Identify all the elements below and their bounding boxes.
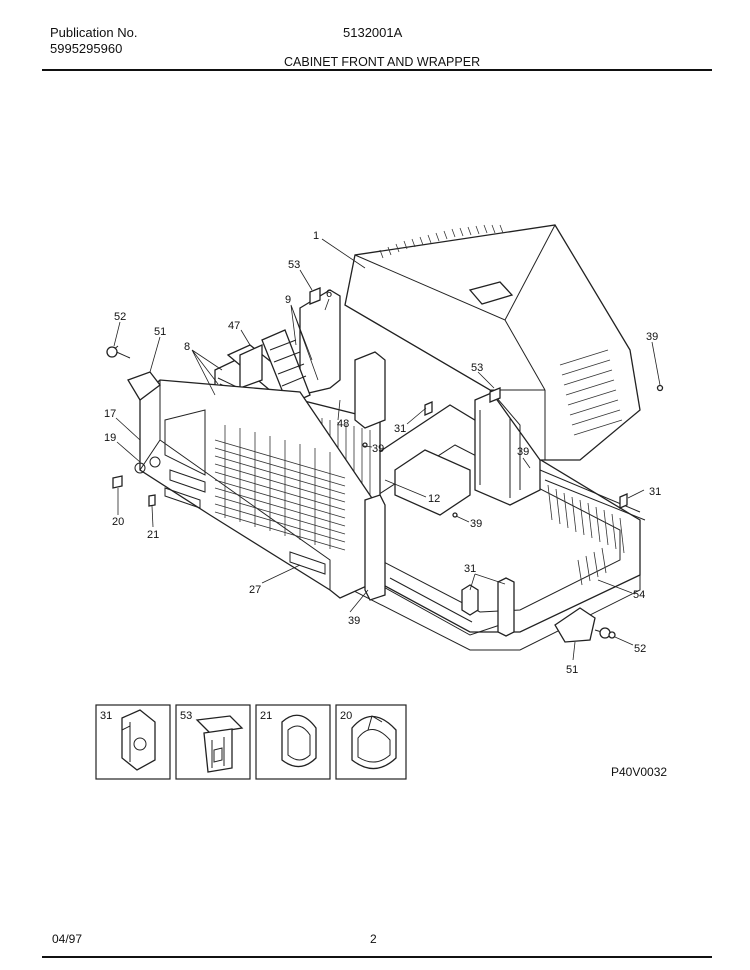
callout-8: 8 xyxy=(184,341,190,353)
callout-52-right: 52 xyxy=(634,643,646,655)
callout-6: 6 xyxy=(326,288,332,300)
callout-9: 9 xyxy=(285,294,291,306)
publication-number: 5995295960 xyxy=(50,41,123,56)
handle-and-screw-right xyxy=(554,607,616,643)
callout-27: 27 xyxy=(249,584,261,596)
inset-53: 53 xyxy=(175,704,251,780)
publication-label: Publication No. xyxy=(50,25,138,40)
callout-39-bottom: 39 xyxy=(348,615,360,627)
section-title: CABINET FRONT AND WRAPPER xyxy=(284,55,481,69)
callout-31-right: 31 xyxy=(649,486,661,498)
callout-39-inner: 39 xyxy=(517,446,529,458)
callout-39-lower: 39 xyxy=(470,518,482,530)
svg-text:20: 20 xyxy=(340,710,352,722)
inset-20: 20 xyxy=(335,704,407,780)
callout-31-bottom: 31 xyxy=(464,563,476,575)
base-pan xyxy=(351,384,646,651)
callout-12: 12 xyxy=(428,493,440,505)
callout-53-right: 53 xyxy=(471,362,483,374)
page-number: 2 xyxy=(370,932,377,946)
callout-48: 48 xyxy=(337,418,349,430)
callout-54: 54 xyxy=(633,589,645,601)
header-rule xyxy=(42,69,712,71)
screws-and-clips xyxy=(309,287,664,518)
handle-and-screw-left xyxy=(106,345,161,507)
callout-17: 17 xyxy=(104,408,116,420)
figure-code: P40V0032 xyxy=(611,765,667,779)
callout-47: 47 xyxy=(228,320,240,332)
callout-53-top: 53 xyxy=(288,259,300,271)
svg-text:53: 53 xyxy=(180,710,192,722)
inset-21: 21 xyxy=(255,704,331,780)
front-panel xyxy=(134,379,386,601)
svg-text:21: 21 xyxy=(260,710,272,722)
callout-21: 21 xyxy=(147,529,159,541)
callout-39-middle: 39 xyxy=(372,443,384,455)
callout-51-right: 51 xyxy=(566,664,578,676)
inset-31: 31 xyxy=(95,704,171,780)
footer-rule xyxy=(42,956,712,958)
callout-31-middle: 31 xyxy=(394,423,406,435)
callout-numbers: 1 53 6 9 47 8 52 51 39 53 17 48 31 39 19… xyxy=(104,230,661,676)
cabinet-wrapper xyxy=(344,224,641,490)
callout-52-left: 52 xyxy=(114,311,126,323)
callout-39-right: 39 xyxy=(646,331,658,343)
svg-text:31: 31 xyxy=(100,710,112,722)
callout-1: 1 xyxy=(313,230,319,242)
callout-19: 19 xyxy=(104,432,116,444)
model-number: 5132001A xyxy=(343,25,403,40)
footer-date: 04/97 xyxy=(52,932,83,946)
callout-51-left: 51 xyxy=(154,326,166,338)
leader-lines xyxy=(113,238,661,661)
callout-20: 20 xyxy=(112,516,124,528)
